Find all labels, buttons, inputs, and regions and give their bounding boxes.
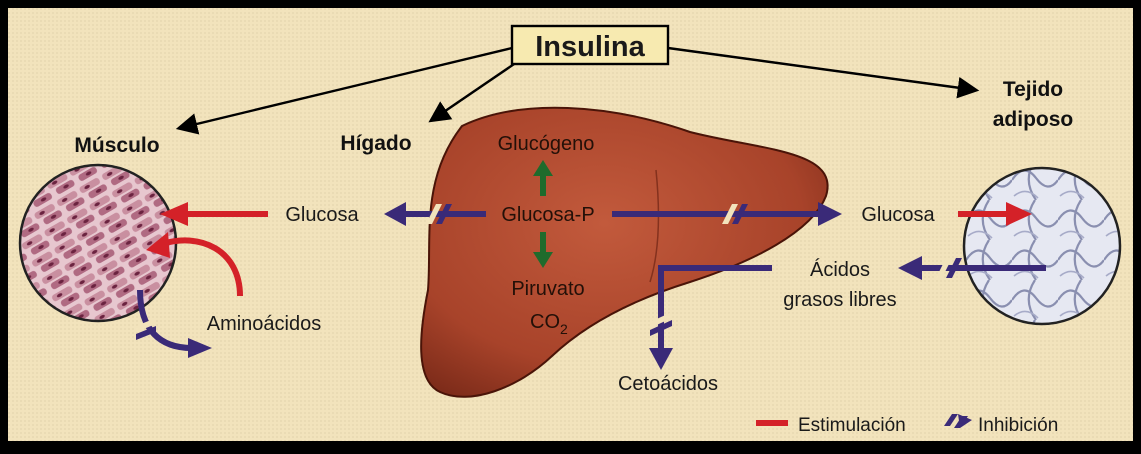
label-fatty-acids-2: grasos libres [783,289,896,311]
label-liver: Hígado [340,132,411,155]
title-insulin: Insulina [535,31,645,63]
label-glucose-right: Glucosa [861,204,935,226]
label-ketoacids: Cetoácidos [618,373,718,395]
title-box: Insulina [512,26,668,64]
label-pyruvate: Piruvato [511,278,584,300]
label-glycogen: Glucógeno [498,133,595,155]
label-amino-acids: Aminoácidos [207,313,322,335]
legend-inhibition-label: Inhibición [978,415,1058,436]
label-co2-main: CO [530,311,560,333]
label-fatty-acids-1: Ácidos [810,258,870,281]
muscle-illustration [20,165,176,321]
label-co2-sub: 2 [560,321,568,337]
label-adipose-1: Tejido [1003,78,1063,101]
label-glucose-p: Glucosa-P [501,204,594,226]
legend-stimulation-label: Estimulación [798,415,906,436]
label-glucose-left: Glucosa [285,204,359,226]
adipose-illustration [964,168,1120,324]
legend-stimulation-swatch [756,420,788,426]
label-adipose-2: adiposo [993,108,1074,131]
label-muscle: Músculo [74,134,159,157]
